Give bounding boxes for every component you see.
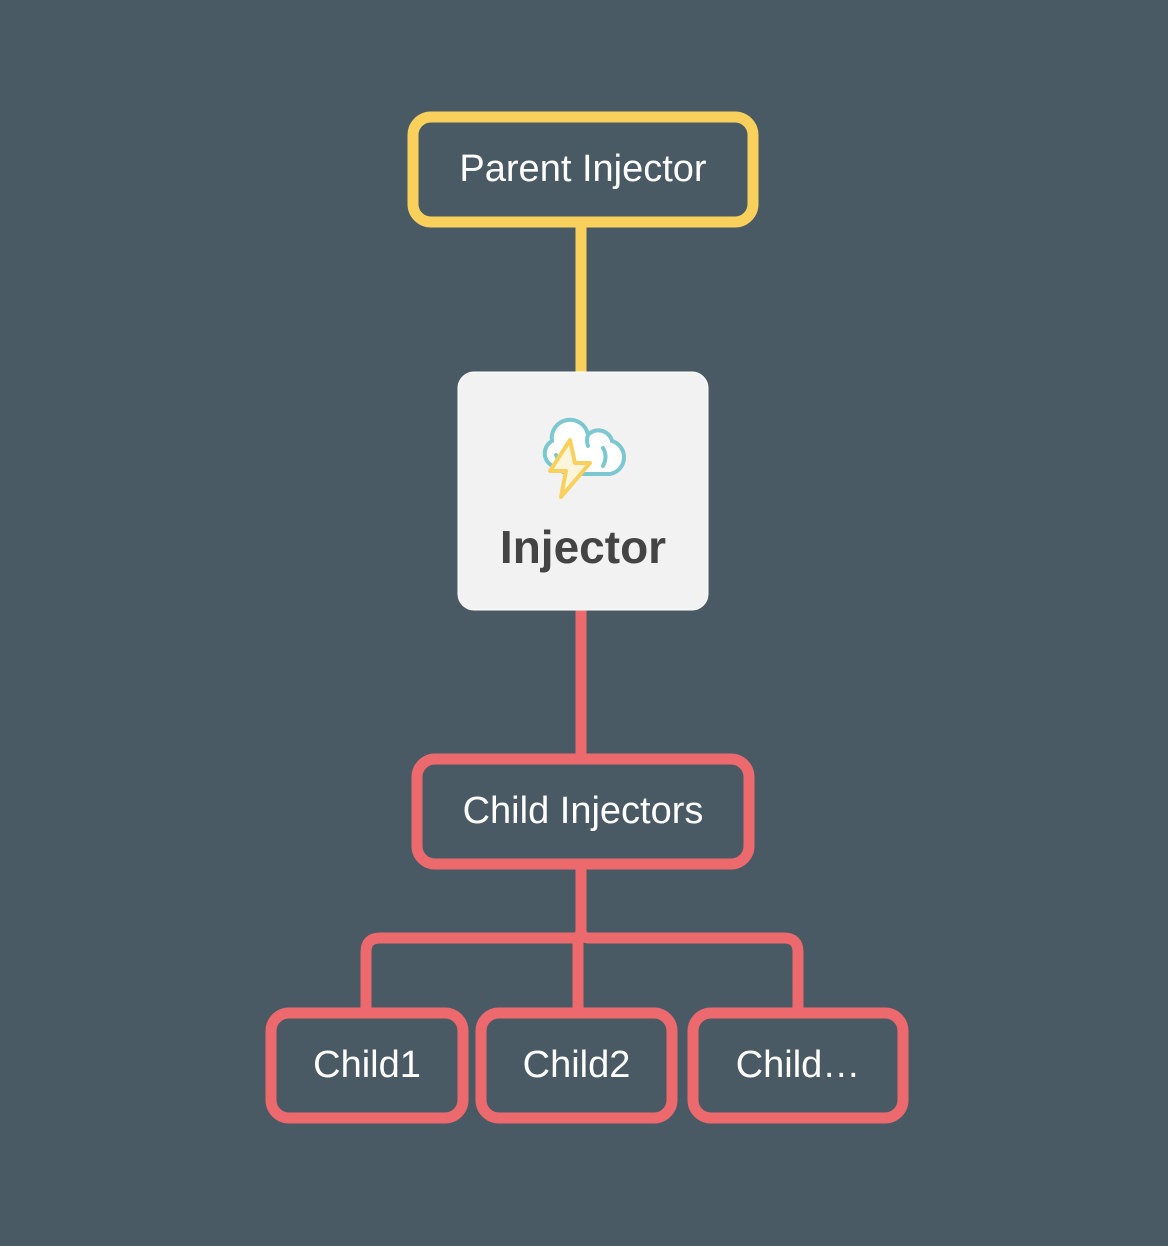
child-injectors-box [411, 753, 755, 870]
cloud-lightning-icon [542, 417, 627, 499]
child3-label: Child… [735, 1044, 861, 1086]
child3-box [687, 1007, 909, 1124]
child1-label: Child1 [313, 1044, 421, 1086]
injector-label: Injector [499, 521, 667, 573]
child2-box [475, 1007, 678, 1124]
child-injectors-label: Child Injectors [462, 790, 704, 832]
child2-label: Child2 [522, 1044, 631, 1086]
parent-injector-label: Parent Injector [459, 148, 707, 190]
parent-injector-box [407, 111, 759, 228]
child-branch-connector [360, 864, 804, 1013]
child1-box [265, 1007, 469, 1124]
injector-box [457, 371, 709, 611]
